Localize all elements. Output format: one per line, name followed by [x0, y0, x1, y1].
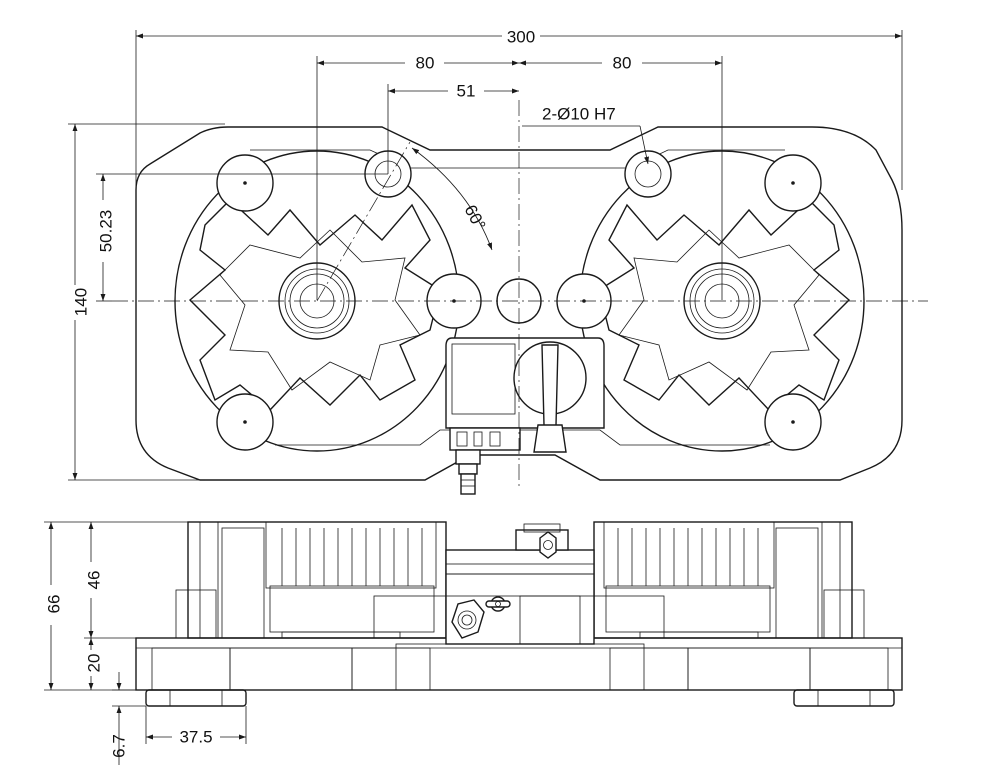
dim-angle-text: 60°: [460, 202, 489, 234]
dim-total-thickness: 66: [44, 521, 188, 691]
dim-upper-height: 46: [84, 522, 136, 639]
dim-300-text: 300: [507, 27, 535, 46]
dim-140-text: 140: [71, 288, 90, 316]
dim-right-pitch: 80: [519, 53, 723, 300]
front-view: [135, 521, 903, 707]
dim-foot-width: 37.5: [145, 706, 247, 746]
dim-vertical-offset: 50.23: [96, 173, 388, 302]
dim-angle: 60°: [411, 147, 493, 251]
top-view: [112, 100, 928, 495]
dim-37-5-text: 37.5: [179, 727, 212, 746]
dim-overall-width: 300: [135, 27, 903, 190]
hole-callout-text: 2-Ø10 H7: [542, 104, 616, 123]
dim-50-23-text: 50.23: [96, 210, 115, 253]
dim-left-pitch: 80: [316, 53, 519, 300]
dim-20-text: 20: [84, 654, 103, 673]
dim-pin-offset: 51: [387, 81, 519, 174]
actuator-box: [445, 337, 605, 495]
dim-80-left-text: 80: [416, 53, 435, 72]
dim-46-text: 46: [84, 571, 103, 590]
dim-6-7-text: 6.7: [109, 734, 128, 758]
dim-66-text: 66: [44, 595, 63, 614]
dim-foot-height: 6.7: [109, 706, 128, 765]
dim-overall-height: 140: [68, 123, 225, 481]
hole-callout: 2-Ø10 H7: [522, 104, 649, 165]
dim-51-text: 51: [457, 81, 476, 100]
dim-80-right-text: 80: [613, 53, 632, 72]
housing-outline: [135, 126, 903, 481]
